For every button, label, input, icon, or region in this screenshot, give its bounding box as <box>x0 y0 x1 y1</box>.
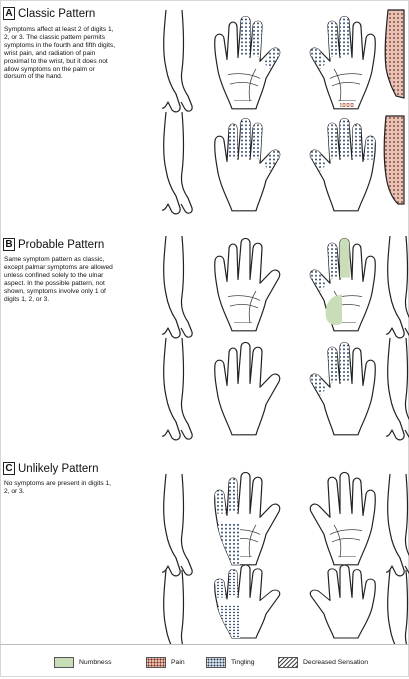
arm-figure <box>386 236 409 338</box>
legend-item-numbness: Numbness <box>54 657 112 668</box>
arm-figure <box>162 474 192 576</box>
legend-label: Numbness <box>79 659 112 666</box>
arm-figure-pain <box>384 116 404 204</box>
hand-palm-view <box>310 472 375 564</box>
legend: Numbness Pain Tingling Decreased Sensati… <box>0 644 409 675</box>
legend-item-decreased-sensation: Decreased Sensation <box>278 657 368 668</box>
arm-figure <box>162 570 192 644</box>
hand-dorsal-view <box>215 342 280 434</box>
legend-item-tingling: Tingling <box>206 657 255 668</box>
hand-palm-view <box>215 472 280 564</box>
hand-palm-view <box>215 238 280 330</box>
arm-figure <box>162 112 192 214</box>
arm-figure <box>162 10 192 112</box>
pain-swatch <box>146 657 166 668</box>
legend-label: Tingling <box>231 659 255 666</box>
hand-dorsal-view <box>310 565 375 638</box>
hand-dorsal-view <box>310 118 375 210</box>
hand-dorsal-view <box>215 118 280 210</box>
tingling-swatch <box>206 657 226 668</box>
hand-dorsal-view <box>215 565 280 638</box>
hand-diagrams <box>0 0 409 644</box>
arm-figure-pain <box>385 10 404 98</box>
arm-figure <box>386 474 409 576</box>
hand-palm-view <box>310 238 375 330</box>
decreased-sensation-swatch <box>278 657 298 668</box>
arm-figure <box>162 338 192 440</box>
legend-label: Decreased Sensation <box>303 659 368 666</box>
numbness-swatch <box>54 657 74 668</box>
legend-label: Pain <box>171 659 185 666</box>
hand-palm-view <box>310 16 375 108</box>
hand-palm-view <box>215 16 280 108</box>
hand-dorsal-view <box>310 342 375 434</box>
arm-figure <box>386 338 409 440</box>
legend-item-pain: Pain <box>146 657 185 668</box>
arm-figure <box>386 570 409 644</box>
arm-figure <box>162 236 192 338</box>
